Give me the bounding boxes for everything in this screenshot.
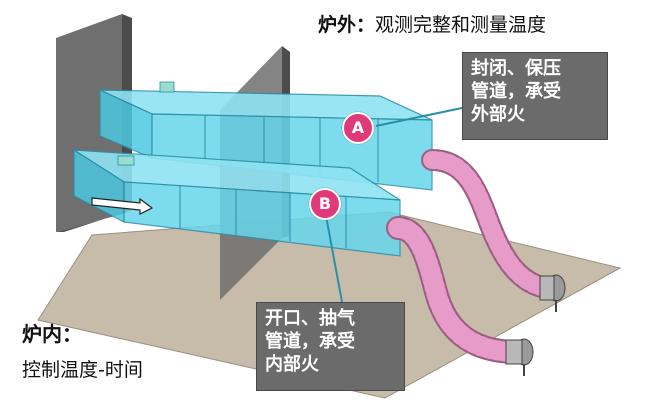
outside-label-text: 观测完整和测量温度 <box>375 14 547 36</box>
callout-upper: 封闭、保压 管道，承受 外部火 <box>462 52 608 140</box>
inside-label-text: 控制温度-时间 <box>22 359 143 381</box>
callout-upper-line-3: 外部火 <box>471 104 525 125</box>
callout-lower-line-3: 内部火 <box>265 354 319 375</box>
hose-a-end-fitting <box>539 274 566 312</box>
callout-lower-line-1: 开口、抽气 <box>265 308 355 329</box>
flow-arrow <box>91 197 154 215</box>
callout-lower: 开口、抽气 管道，承受 内部火 <box>256 302 405 391</box>
hose-b-end-fitting <box>505 338 534 376</box>
inside-label-title: 炉内： <box>22 322 82 346</box>
callout-upper-pointer <box>375 107 463 127</box>
marker-a: A <box>342 112 374 144</box>
outside-label: 炉外：观测完整和测量温度 <box>318 10 546 37</box>
callout-lower-line-2: 管道，承受 <box>265 331 355 352</box>
outside-label-title: 炉外： <box>318 14 376 36</box>
hose-a <box>421 149 566 312</box>
hose-b <box>386 216 534 376</box>
marker-b: B <box>309 188 341 220</box>
callout-upper-line-1: 封闭、保压 <box>471 58 561 79</box>
callout-upper-line-2: 管道，承受 <box>471 81 561 102</box>
callout-lower-pointer <box>325 215 343 303</box>
